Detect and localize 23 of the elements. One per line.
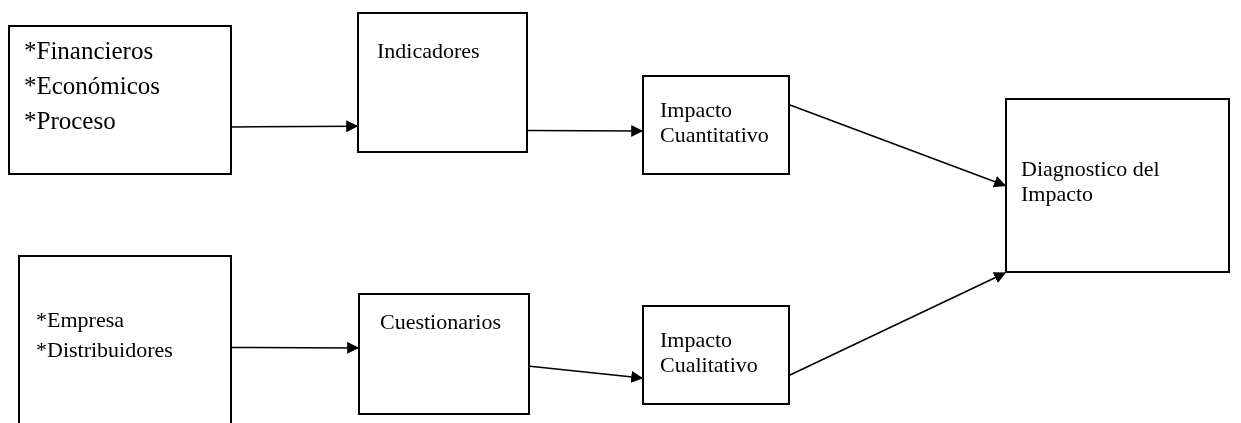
- arrow: [231, 341, 360, 354]
- process-box: [357, 12, 528, 153]
- box-text: Cuestionarios: [380, 309, 501, 335]
- arrow: [529, 365, 644, 383]
- process-box: [8, 25, 232, 175]
- box-text: *Empresa: [36, 307, 124, 333]
- box-text: Impacto Cuantitativo: [660, 97, 770, 148]
- arrow: [527, 124, 644, 137]
- process-box: [18, 255, 232, 423]
- box-text: *Proceso: [24, 107, 116, 136]
- process-box: [642, 75, 790, 175]
- process-box: [358, 293, 530, 415]
- arrow: [789, 272, 1007, 376]
- process-box: [642, 305, 790, 405]
- box-text: *Distribuidores: [36, 337, 173, 363]
- box-text: Indicadores: [377, 38, 480, 64]
- process-box: [1005, 98, 1230, 273]
- arrow: [789, 104, 1007, 188]
- box-text: Impacto Cualitativo: [660, 327, 759, 378]
- arrow: [231, 120, 359, 133]
- box-text: *Económicos: [24, 72, 161, 101]
- box-text: Diagnostico del Impacto: [1021, 156, 1161, 207]
- box-text: *Financieros: [24, 37, 154, 66]
